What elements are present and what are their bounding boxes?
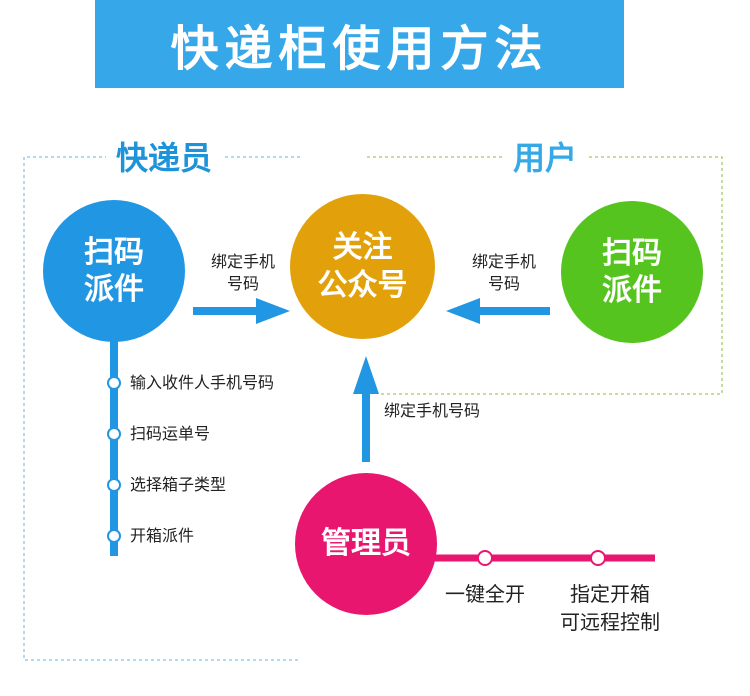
arrow-courier-to-account: [256, 298, 290, 324]
courier-scan-label: 扫码 派件: [84, 234, 144, 308]
arrow-user-to-account: [446, 298, 480, 324]
user-scan-label: 扫码 派件: [602, 235, 662, 309]
admin-dot-2: [590, 550, 606, 566]
courier-step-4: 开箱派件: [130, 526, 195, 545]
admin-label: 管理员: [321, 526, 411, 562]
step-dot-2: [107, 427, 121, 441]
user-bind-label: 绑定手机 号码: [471, 252, 536, 293]
courier-section-label: 快递员: [106, 138, 223, 178]
admin-dot-1: [477, 550, 493, 566]
admin-action-2: 指定开箱 可远程控制: [560, 582, 660, 634]
courier-bind-label: 绑定手机 号码: [210, 252, 275, 293]
user-section-label: 用户: [503, 138, 588, 178]
title-banner: 快递柜使用方法: [95, 0, 624, 88]
user-region-border: [367, 156, 723, 395]
courier-scan-node: 扫码 派件: [43, 200, 185, 342]
admin-node: 管理员: [295, 473, 437, 615]
step-dot-4: [107, 529, 121, 543]
page-title: 快递柜使用方法: [170, 21, 549, 77]
arrow-admin-to-account: [353, 356, 379, 394]
official-account-node: 关注 公众号: [290, 194, 435, 339]
user-scan-node: 扫码 派件: [561, 201, 703, 343]
courier-step-2: 扫码运单号: [130, 424, 211, 443]
official-account-label: 关注 公众号: [317, 230, 408, 303]
admin-action-1: 一键全开: [445, 582, 525, 606]
step-dot-1: [107, 376, 121, 390]
step-dot-3: [107, 478, 121, 492]
courier-step-1: 输入收件人手机号码: [130, 373, 275, 392]
admin-bind-label: 绑定手机号码: [384, 401, 481, 420]
courier-step-3: 选择箱子类型: [130, 475, 227, 494]
